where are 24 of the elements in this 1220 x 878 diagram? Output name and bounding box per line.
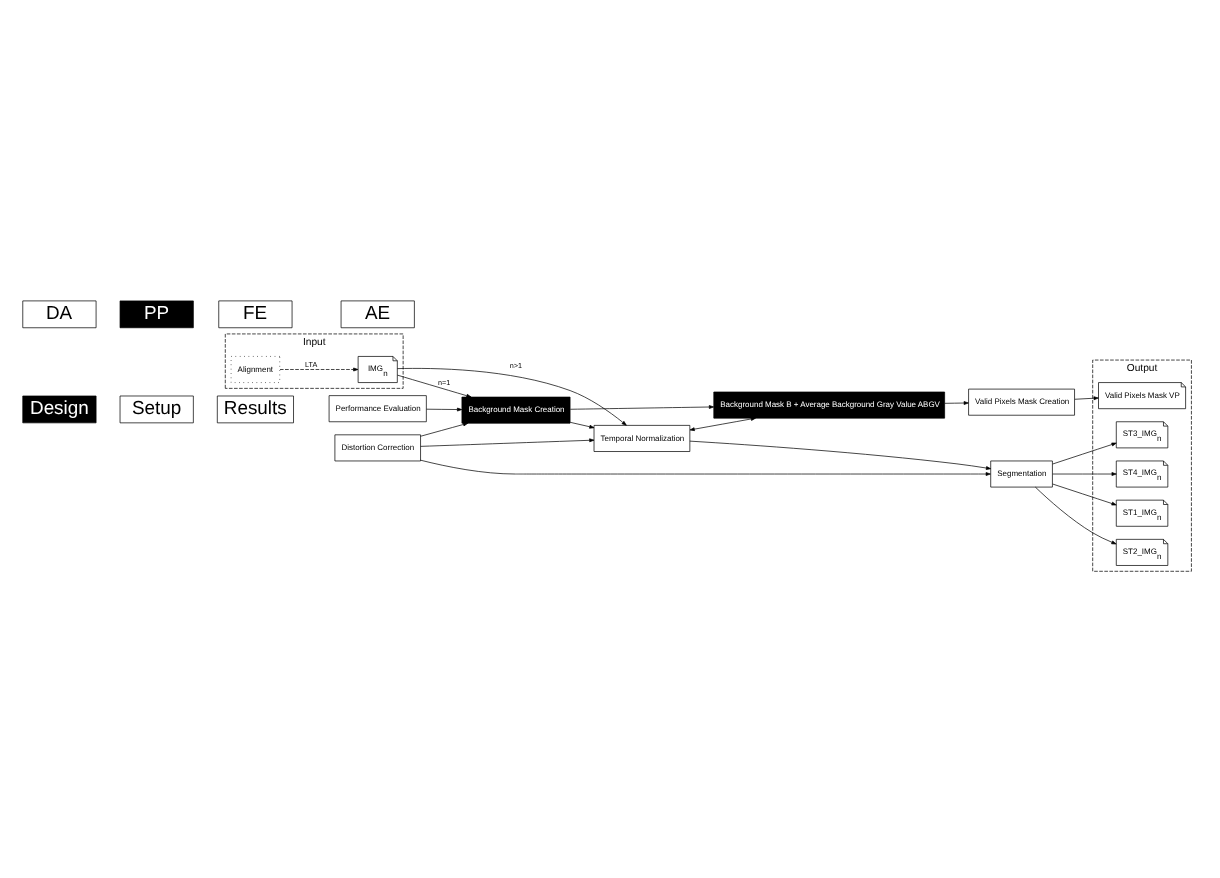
- node-box: Design: [22, 395, 97, 424]
- arrow: [689, 440, 992, 470]
- node-box: FE: [218, 300, 293, 329]
- node-box: PP: [119, 300, 194, 329]
- node-box: AE: [340, 300, 415, 329]
- arrow: [1052, 483, 1117, 506]
- arrow: [1052, 442, 1117, 465]
- arrow: [279, 367, 359, 372]
- arrow: [420, 459, 991, 476]
- arrow: [689, 417, 756, 432]
- arrow: [1052, 472, 1117, 476]
- node-box: Results: [216, 395, 294, 424]
- arrow: [420, 422, 469, 437]
- arrow: [420, 438, 595, 447]
- arrow: [569, 405, 714, 410]
- arrow: [397, 374, 472, 398]
- arrow: [397, 368, 627, 426]
- node-box: DA: [22, 300, 97, 329]
- arrow: [569, 421, 595, 429]
- node-box: Setup: [119, 395, 194, 424]
- arrow: [944, 401, 969, 405]
- arrow: [1074, 396, 1099, 401]
- arrow: [1034, 486, 1117, 545]
- arrow: [426, 407, 463, 412]
